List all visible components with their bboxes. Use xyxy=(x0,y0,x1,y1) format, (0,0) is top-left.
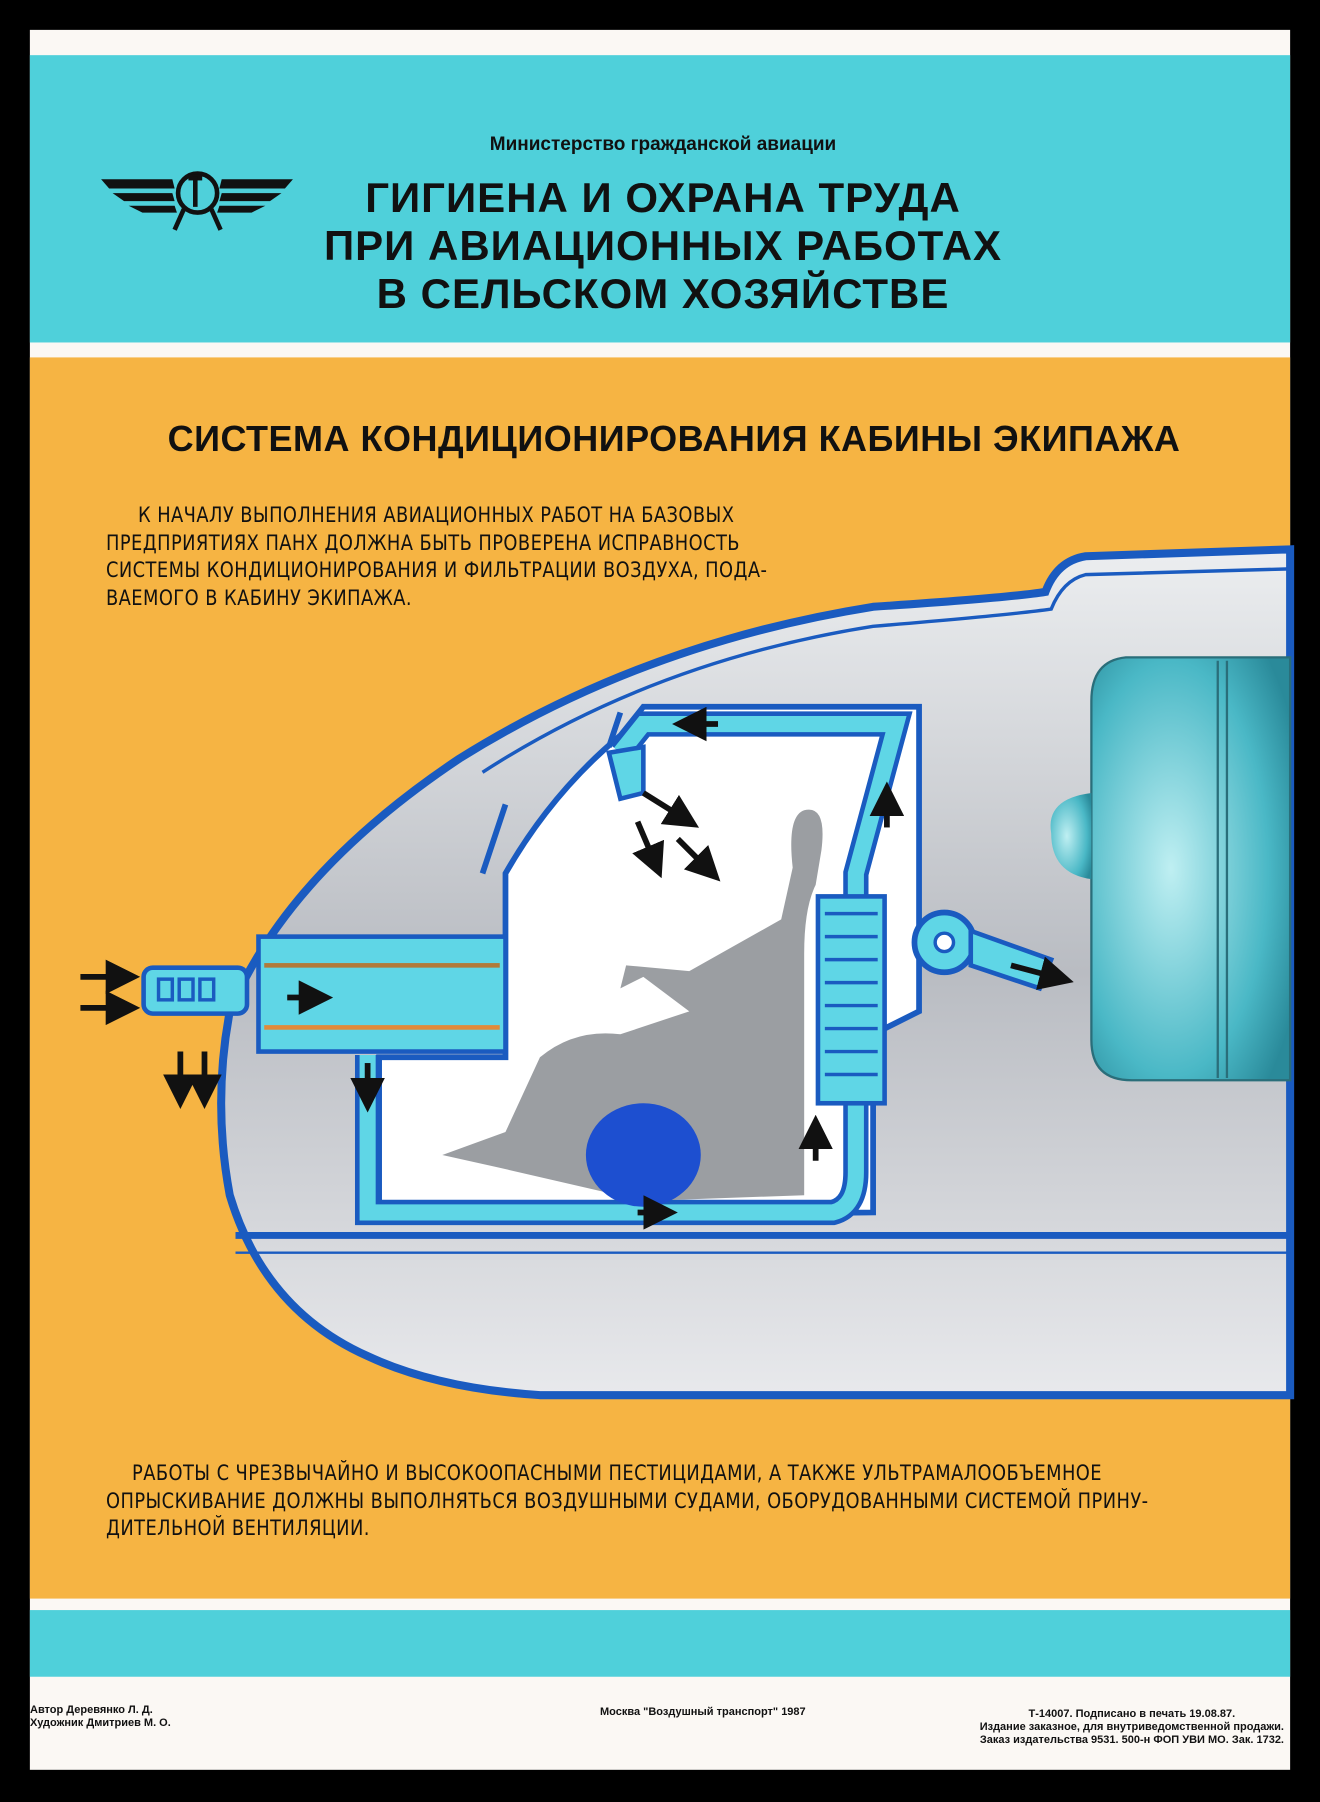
intro-line-2: предприятиях ПАНХ должна быть проверена … xyxy=(106,531,740,555)
imprint-line-3: Заказ издательства 9531. 500-н ФОП УВИ М… xyxy=(979,1734,1284,1746)
publisher-line: Москва "Воздушный транспорт" 1987 xyxy=(600,1706,806,1718)
poster-title-line-3: В СЕЛЬСКОМ ХОЗЯЙСТВЕ xyxy=(376,270,950,317)
intro-line-3: системы кондиционирования и фильтрации в… xyxy=(106,558,768,582)
artist-credit: Художник Дмитриев М. О. xyxy=(30,1717,171,1729)
bottom-cyan-band xyxy=(29,1610,1291,1677)
air-filter xyxy=(256,934,508,1054)
pilot-silhouette xyxy=(442,809,823,1201)
author-credit: Автор Деревянко Л. Д. xyxy=(30,1704,153,1716)
poster-title-line-2: ПРИ АВИАЦИОННЫХ РАБОТАХ xyxy=(323,222,1003,269)
section-heading: СИСТЕМА КОНДИЦИОНИРОВАНИЯ КАБИНЫ ЭКИПАЖА xyxy=(167,418,1181,459)
aeroflot-emblem-icon xyxy=(101,171,293,231)
footer-imprint: Т-14007. Подписано в печать 19.08.87. Из… xyxy=(980,1708,1284,1747)
ministry-label: Министерство гражданской авиации xyxy=(489,134,837,155)
imprint-line-1: Т-14007. Подписано в печать 19.08.87. xyxy=(1028,1708,1236,1720)
chemical-tank xyxy=(1090,656,1292,1082)
note-line-1: Работы с чрезвычайно и высокоопасными пе… xyxy=(132,1461,1102,1485)
intro-line-1: К началу выполнения авиационных работ на… xyxy=(138,503,735,527)
poster-title-line-1: ГИГИЕНА И ОХРАНА ТРУДА xyxy=(365,174,961,221)
footer-credits: Автор Деревянко Л. Д. Художник Дмитриев … xyxy=(30,1704,171,1730)
heater-grille xyxy=(815,894,887,1106)
note-line-2: опрыскивание должны выполняться воздушны… xyxy=(106,1489,1149,1513)
note-line-3: дительной вентиляции. xyxy=(106,1516,370,1540)
pilot-seat xyxy=(585,1103,701,1207)
aircraft-cockpit-diagram xyxy=(80,545,1295,1400)
imprint-line-2: Издание заказное, для внутриведомственно… xyxy=(979,1721,1284,1733)
intro-line-4: ваемого в кабину экипажа. xyxy=(106,586,413,610)
